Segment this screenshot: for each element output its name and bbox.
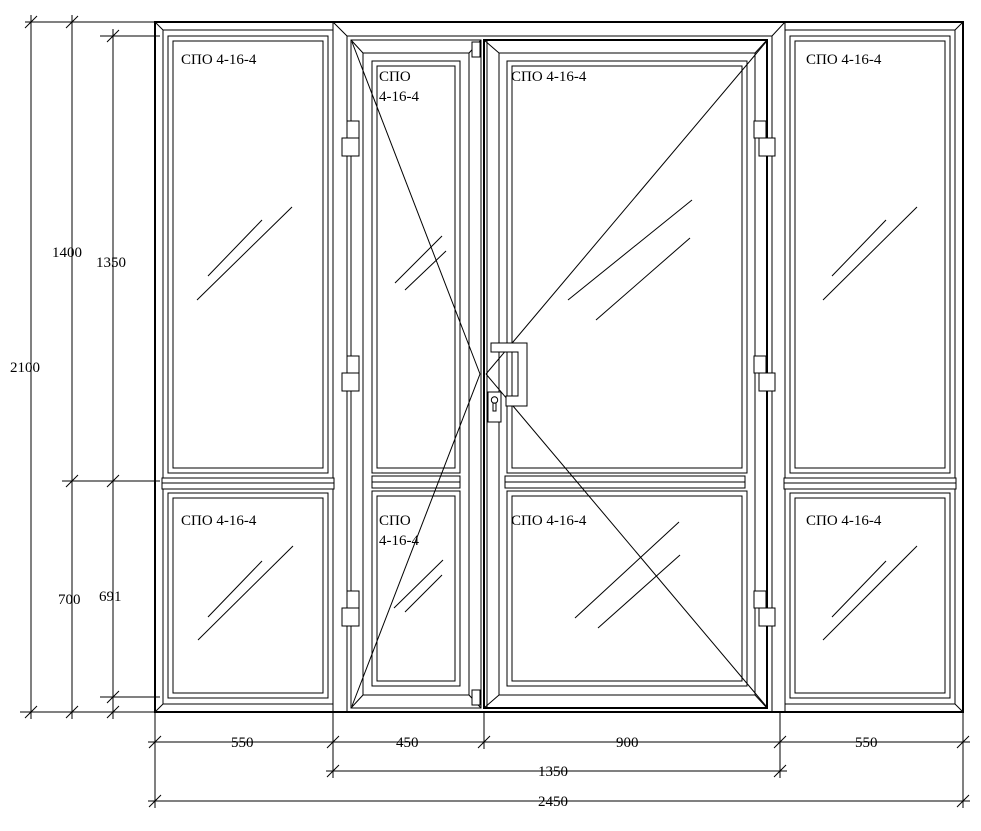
- right-side-panel: [783, 35, 957, 699]
- horizontal-dimensions: 550 450 900 550 1350 2450: [148, 712, 970, 810]
- glazing-label: СПО 4-16-4: [806, 52, 882, 68]
- hinge-icon: [753, 355, 776, 392]
- door-frame: [332, 21, 786, 712]
- dimension-label: 2100: [10, 360, 40, 376]
- wide-door-leaf: [483, 39, 768, 709]
- dimension-label: 691: [99, 589, 122, 605]
- outer-frame: [154, 21, 964, 713]
- glazing-label: 4-16-4: [379, 89, 419, 105]
- hinge-icon: [753, 590, 776, 627]
- glazing-label: СПО 4-16-4: [806, 513, 882, 529]
- hinges: [341, 120, 776, 627]
- glazing-labels: СПО 4-16-4 СПО 4-16-4 СПО 4-16-4 СПО 4-1…: [181, 52, 882, 549]
- hinge-icon: [753, 120, 776, 157]
- dimension-label: 1350: [538, 764, 568, 780]
- dimension-label: 1400: [52, 245, 82, 261]
- left-side-panel: [161, 35, 335, 699]
- hinge-icon: [341, 120, 360, 157]
- glazing-label: 4-16-4: [379, 533, 419, 549]
- hinge-icon: [341, 590, 360, 627]
- glazing-label: СПО 4-16-4: [511, 513, 587, 529]
- hinge-icon: [341, 355, 360, 392]
- dimension-label: 550: [855, 735, 878, 751]
- door-handle-icon: [487, 342, 528, 423]
- dimension-label: 2450: [538, 794, 568, 810]
- dimension-label: 1350: [96, 255, 126, 271]
- glazing-label: СПО 4-16-4: [511, 69, 587, 85]
- glazing-label: СПО: [379, 513, 411, 529]
- glazing-label: СПО 4-16-4: [181, 52, 257, 68]
- dimension-label: 900: [616, 735, 639, 751]
- dimension-label: 550: [231, 735, 254, 751]
- dimension-label: 450: [396, 735, 419, 751]
- vertical-dimensions: 2100 1400 1350 700 691: [10, 15, 160, 719]
- narrow-door-leaf: [350, 39, 482, 709]
- dimension-label: 700: [58, 592, 81, 608]
- glazing-label: СПО: [379, 69, 411, 85]
- glazing-label: СПО 4-16-4: [181, 513, 257, 529]
